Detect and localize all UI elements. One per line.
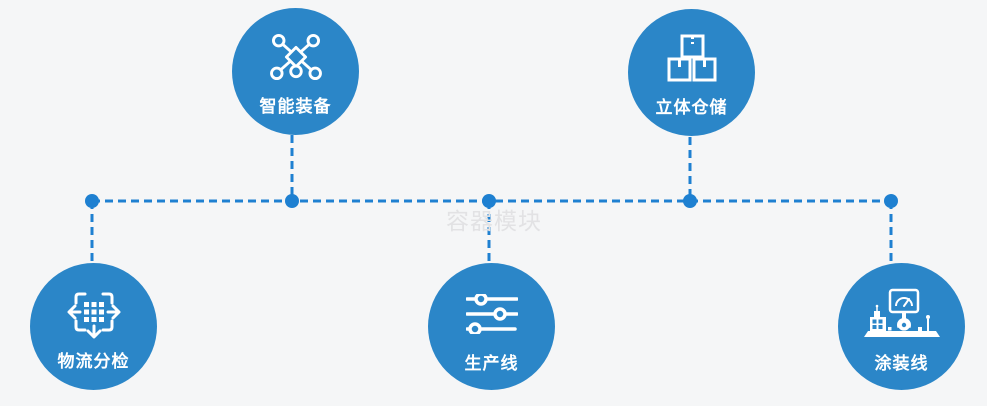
- node-painting-line[interactable]: 涂装线: [838, 263, 965, 390]
- stacked-boxes-icon: [666, 31, 718, 85]
- sliders-icon: [465, 287, 518, 341]
- junction-dot: [482, 194, 496, 208]
- watermark: 容器模块: [446, 209, 542, 235]
- node-label: 智能装备: [259, 97, 332, 117]
- sort-dispatch-icon: [66, 285, 122, 339]
- paint-station-icon: [862, 287, 942, 341]
- node-label: 立体仓储: [655, 98, 728, 118]
- network-nodes-icon: [269, 30, 323, 84]
- node-label: 物流分检: [57, 352, 130, 372]
- node-label: 生产线: [464, 354, 519, 374]
- junction-dot: [884, 194, 898, 208]
- node-production-line[interactable]: 生产线: [428, 263, 555, 390]
- junction-dot: [85, 194, 99, 208]
- node-label: 涂装线: [874, 354, 929, 374]
- node-intelligent-equipment[interactable]: 智能装备: [232, 8, 359, 135]
- node-warehouse[interactable]: 立体仓储: [628, 9, 755, 136]
- node-logistics-sorting[interactable]: 物流分检: [30, 263, 157, 390]
- junction-dot: [285, 194, 299, 208]
- junction-dot: [683, 194, 697, 208]
